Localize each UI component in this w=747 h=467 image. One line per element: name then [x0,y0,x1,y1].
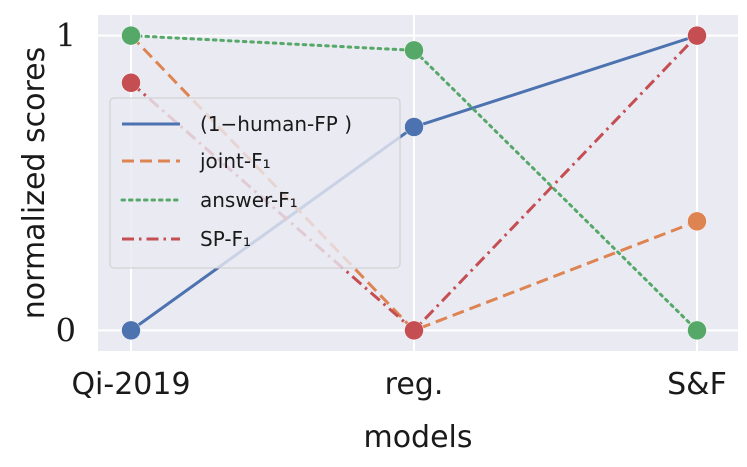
data-point [121,73,141,93]
legend: (1−human-FP ) joint-F₁ answer-F₁ SP-F₁ [109,97,401,269]
y-tick-label: 1 [56,17,76,55]
data-point [404,117,424,137]
legend-label: answer-F₁ [200,188,298,212]
x-tick-label: S&F [667,367,727,402]
data-point [121,25,141,46]
x-tick-labels: Qi-2019 reg. S&F [71,367,726,402]
legend-label: (1−human-FP ) [200,112,352,136]
data-point [404,40,424,61]
y-tick-label: 0 [56,311,76,349]
series-points [121,25,707,341]
legend-label: SP-F₁ [200,227,251,251]
data-point [121,320,141,341]
legend-label: joint-F₁ [199,149,271,173]
series-line [129,34,699,332]
data-point [687,320,707,341]
x-axis-label: models [363,420,472,455]
legend-box [109,97,401,269]
data-point [404,320,424,341]
y-axis-label: normalized scores [17,47,52,319]
data-point [687,211,707,232]
x-tick-label: reg. [385,367,444,402]
data-point [687,25,707,46]
x-tick-label: Qi-2019 [71,367,190,402]
y-tick-labels: 01 [56,17,76,350]
